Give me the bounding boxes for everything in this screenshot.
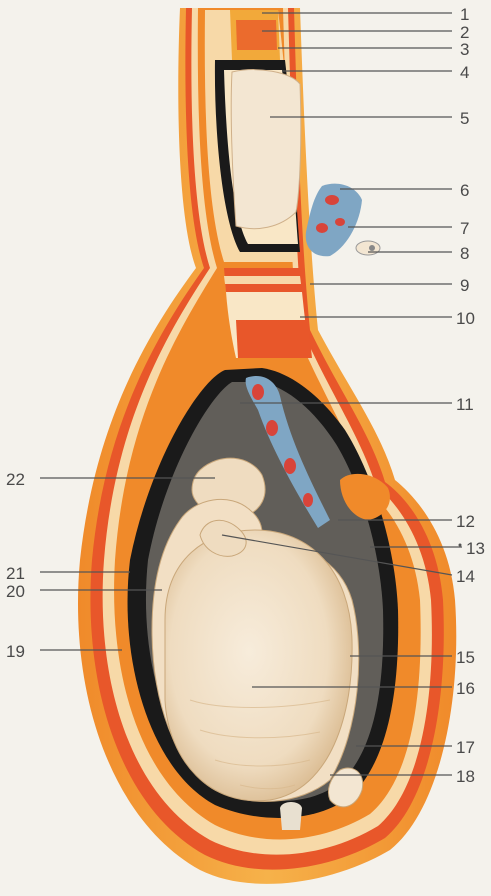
leader-13-dot [459, 544, 462, 547]
artery-mark-2 [316, 223, 328, 233]
label-14: 14 [456, 568, 475, 585]
label-9: 9 [460, 277, 469, 294]
label-8: 8 [460, 245, 469, 262]
label-1: 1 [460, 6, 469, 23]
label-21: 21 [6, 565, 25, 582]
label-6: 6 [460, 182, 469, 199]
label-2: 2 [460, 24, 469, 41]
label-12: 12 [456, 513, 475, 530]
ductus-deferens-body [231, 70, 301, 229]
label-4: 4 [460, 64, 469, 81]
label-18: 18 [456, 768, 475, 785]
label-16: 16 [456, 680, 475, 697]
inner-artery-1 [252, 384, 264, 400]
label-7: 7 [460, 220, 469, 237]
label-10: 10 [456, 310, 475, 327]
gubernaculum-stub [280, 802, 302, 830]
label-3: 3 [460, 41, 469, 58]
label-20: 20 [6, 583, 25, 600]
artery-mark-3 [335, 218, 345, 226]
waist-band-9-light [224, 276, 301, 284]
nerve-stub-core [369, 245, 375, 251]
label-13: 13 [466, 540, 485, 557]
label-15: 15 [456, 649, 475, 666]
inner-artery-2 [266, 420, 278, 436]
neck-band-lower [236, 320, 312, 358]
label-17: 17 [456, 739, 475, 756]
label-22: 22 [6, 471, 25, 488]
label-5: 5 [460, 110, 469, 127]
artery-mark-1 [325, 195, 339, 205]
nerve-stub [356, 241, 380, 255]
inner-artery-3 [284, 458, 296, 474]
label-19: 19 [6, 643, 25, 660]
inner-artery-4 [303, 493, 313, 507]
label-11: 11 [456, 396, 474, 413]
cremaster-band [236, 20, 277, 50]
vessel-bundle [306, 184, 362, 257]
testis [165, 530, 352, 801]
